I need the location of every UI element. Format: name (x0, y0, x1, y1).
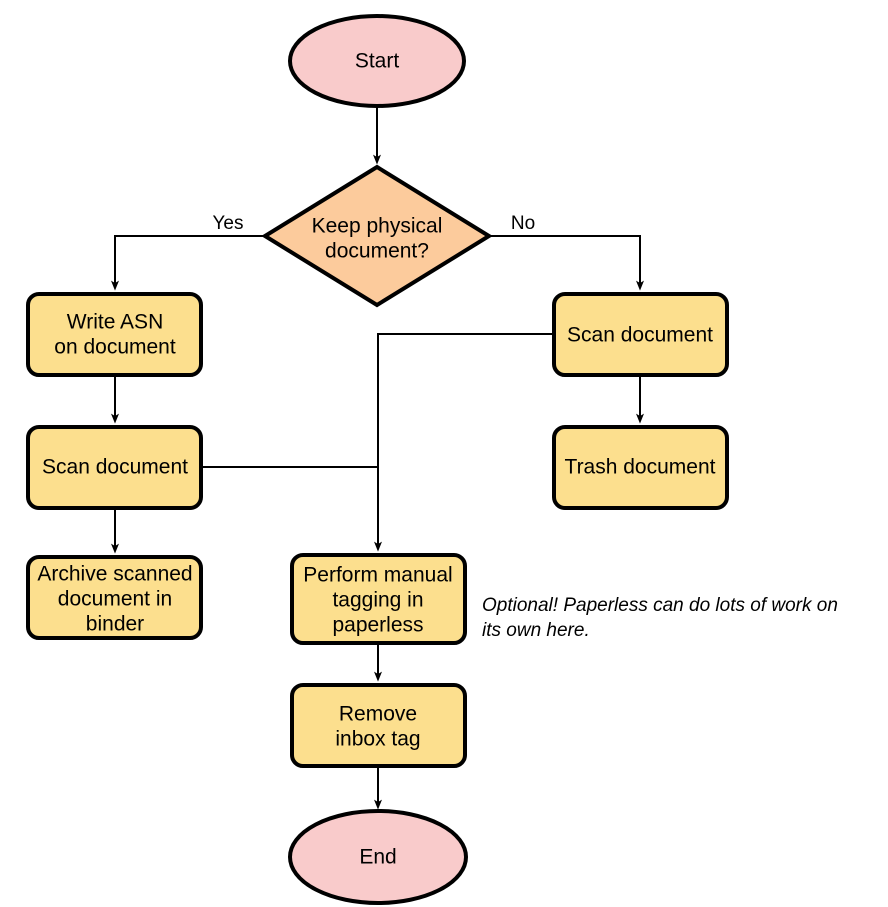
edge-label-no: No (511, 213, 535, 234)
node-write-asn-on-document[interactable]: Write ASN on document (26, 292, 203, 377)
write-asn-label-line2: on document (54, 336, 176, 359)
manual-tagging-rect-shape (290, 553, 467, 645)
scan-document-right-label: Scan document (567, 324, 713, 347)
write-asn-rect-shape (26, 292, 203, 377)
connector-layer (111, 107, 644, 810)
remove-inbox-label-line1: Remove (339, 703, 417, 726)
decision-diamond-shape (261, 164, 493, 308)
start-label: Start (355, 50, 400, 73)
start-ellipse-shape (288, 14, 466, 108)
trash-document-label: Trash document (565, 456, 716, 479)
archive-label-line3: binder (86, 613, 144, 636)
manual-tagging-label-line1: Perform manual (303, 564, 452, 587)
archive-label-line2: document in (58, 588, 172, 611)
archive-rect-shape (26, 555, 203, 640)
node-archive-scanned-document[interactable]: Archive scanned document in binder (26, 555, 203, 640)
node-trash-document[interactable]: Trash document (552, 425, 729, 510)
edge-scan-right-to-manual-tagging (374, 333, 552, 552)
scan-document-left-label: Scan document (42, 456, 188, 479)
node-end[interactable]: End (288, 809, 468, 905)
decision-label-line2: document? (325, 240, 429, 263)
end-ellipse-shape (288, 809, 468, 905)
manual-tagging-label-line3: paperless (332, 614, 423, 637)
end-label: End (359, 846, 396, 869)
node-scan-document-right[interactable]: Scan document (552, 292, 729, 377)
trash-document-rect-shape (552, 425, 729, 510)
write-asn-label-line1: Write ASN (67, 311, 163, 334)
archive-label-line1: Archive scanned (37, 563, 192, 586)
optional-note-line1: Optional! Paperless can do lots of work … (482, 595, 838, 616)
edge-label-yes: Yes (213, 213, 244, 234)
annotation-optional-note: Optional! Paperless can do lots of work … (482, 595, 838, 641)
scan-document-left-rect-shape (26, 425, 203, 510)
remove-inbox-label-line2: inbox tag (335, 728, 420, 751)
remove-inbox-rect-shape (290, 683, 467, 768)
scan-document-right-rect-shape (552, 292, 729, 377)
node-start[interactable]: Start (288, 14, 466, 108)
edge-decision-no-to-scan-right (491, 235, 644, 291)
edge-decision-yes-to-write-asn (111, 235, 264, 291)
node-scan-document-left[interactable]: Scan document (26, 425, 203, 510)
node-decision-keep-physical-document[interactable]: Keep physical document? (261, 164, 493, 308)
optional-note-line2: its own here. (482, 620, 590, 641)
node-perform-manual-tagging[interactable]: Perform manual tagging in paperless (290, 553, 467, 645)
node-remove-inbox-tag[interactable]: Remove inbox tag (290, 683, 467, 768)
decision-label-line1: Keep physical (312, 215, 443, 238)
manual-tagging-label-line2: tagging in (332, 589, 423, 612)
